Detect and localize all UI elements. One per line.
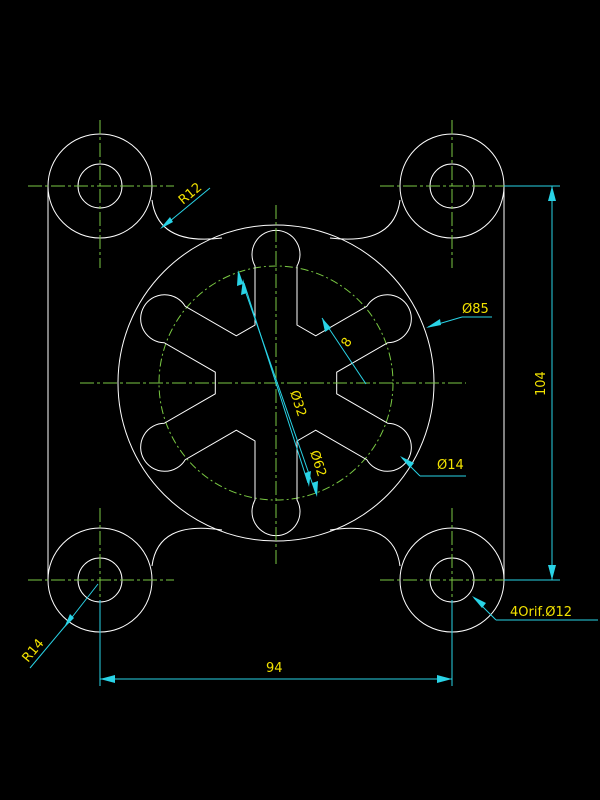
- label-r14: R14: [20, 636, 48, 665]
- leader-r12: [163, 187, 211, 227]
- arrow-r12: [160, 217, 173, 229]
- arrow-d14: [400, 456, 414, 468]
- label-slot-width: 8: [339, 335, 356, 350]
- arrow-slot-width: [322, 318, 331, 332]
- fillet-bottom-left: [151, 527, 223, 567]
- fillet-top-left: [151, 199, 223, 240]
- arrow-holes: [472, 596, 486, 608]
- arrow-d85: [426, 319, 441, 328]
- arrow-d32-end: [305, 471, 311, 487]
- fillet-bottom-right: [329, 527, 401, 567]
- label-d85: Ø85: [462, 302, 489, 317]
- dimension-lines: [29, 185, 598, 686]
- label-d14: Ø14: [437, 458, 464, 473]
- arrow-d62-end: [312, 481, 318, 497]
- leader-d62: [238, 272, 317, 495]
- arrow-104-bottom: [548, 565, 556, 580]
- fillet-top-right: [329, 199, 401, 240]
- arrow-r14: [64, 614, 74, 628]
- arrow-d62-start: [237, 270, 243, 286]
- arrow-104-top: [548, 186, 556, 201]
- leader-d32: [243, 282, 309, 484]
- label-94: 94: [266, 661, 283, 676]
- label-holes: 4Orif.Ø12: [510, 605, 572, 620]
- arrow-94-left: [100, 675, 115, 683]
- six-slot-star-cutout: [140, 229, 412, 537]
- centerlines: [28, 120, 526, 650]
- arrow-94-right: [437, 675, 452, 683]
- label-r12: R12: [176, 180, 205, 208]
- outer-profile: [47, 186, 505, 580]
- leader-r14: [29, 624, 67, 669]
- label-d32: Ø32: [286, 389, 309, 419]
- label-104: 104: [534, 371, 549, 396]
